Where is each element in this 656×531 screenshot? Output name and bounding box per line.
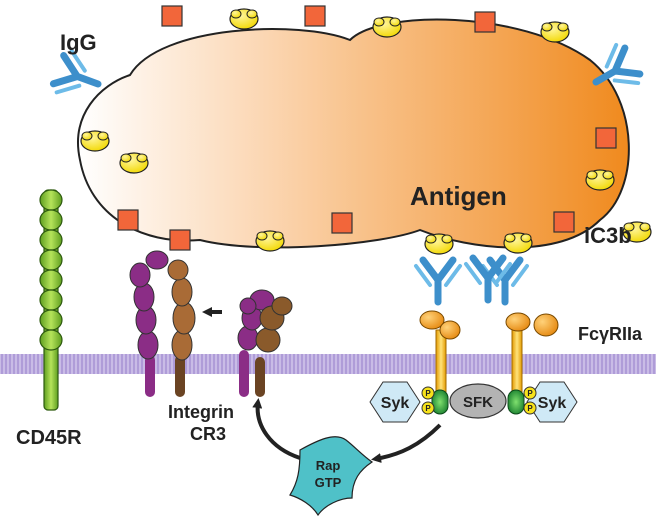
ic3b-fragments bbox=[117, 5, 617, 251]
integrin-label-line2: CR3 bbox=[190, 424, 226, 444]
antigen-label: Antigen bbox=[410, 181, 507, 211]
ic3b-square bbox=[117, 209, 139, 231]
ic3b-square bbox=[161, 5, 183, 27]
ic3b-square bbox=[595, 127, 617, 149]
fcgriia-label: FcγRIIa bbox=[578, 324, 643, 344]
itam-motifs bbox=[431, 389, 525, 415]
ic3b-square bbox=[331, 212, 353, 234]
phospho-label: P bbox=[527, 389, 533, 398]
integrin-label-line1: Integrin bbox=[168, 402, 234, 422]
syk-left-label: Syk bbox=[381, 395, 410, 412]
phospho-label: P bbox=[425, 389, 431, 398]
rap-label-line2: GTP bbox=[315, 475, 342, 490]
signal-arrow-to-rap bbox=[371, 423, 442, 463]
syk-right-label: Syk bbox=[538, 395, 567, 412]
syk-left: Syk bbox=[369, 381, 421, 423]
sfk-label: SFK bbox=[463, 394, 493, 411]
phospho-label: P bbox=[425, 404, 431, 413]
cd45r-receptor bbox=[39, 189, 63, 411]
ic3b-square bbox=[304, 5, 326, 27]
ic3b-label: iC3b bbox=[584, 223, 632, 248]
phospho-sites: P P P P bbox=[421, 386, 537, 415]
sfk-kinase: SFK bbox=[449, 383, 507, 419]
antigen-particle bbox=[77, 18, 630, 249]
phospho-site bbox=[523, 401, 537, 415]
signal-arrow-to-integrin bbox=[252, 398, 301, 460]
cell-membrane bbox=[0, 354, 656, 374]
fcgriia-left bbox=[416, 260, 460, 411]
rap-gtp: Rap GTP bbox=[289, 436, 374, 517]
ic3b-square bbox=[553, 211, 575, 233]
igg-label: IgG bbox=[60, 30, 97, 55]
ic3b-square bbox=[474, 11, 496, 33]
phospho-site bbox=[421, 401, 435, 415]
rap-label-line1: Rap bbox=[316, 458, 341, 473]
fcgriia-right bbox=[483, 260, 559, 411]
syk-right: Syk bbox=[526, 381, 578, 423]
cd45r-label: CD45R bbox=[16, 427, 82, 449]
phospho-site bbox=[523, 386, 537, 400]
integrin-extended bbox=[129, 250, 196, 397]
integrin-bent bbox=[237, 289, 293, 397]
phospho-site bbox=[421, 386, 435, 400]
ic3b-square bbox=[169, 229, 191, 251]
phospho-label: P bbox=[527, 404, 533, 413]
